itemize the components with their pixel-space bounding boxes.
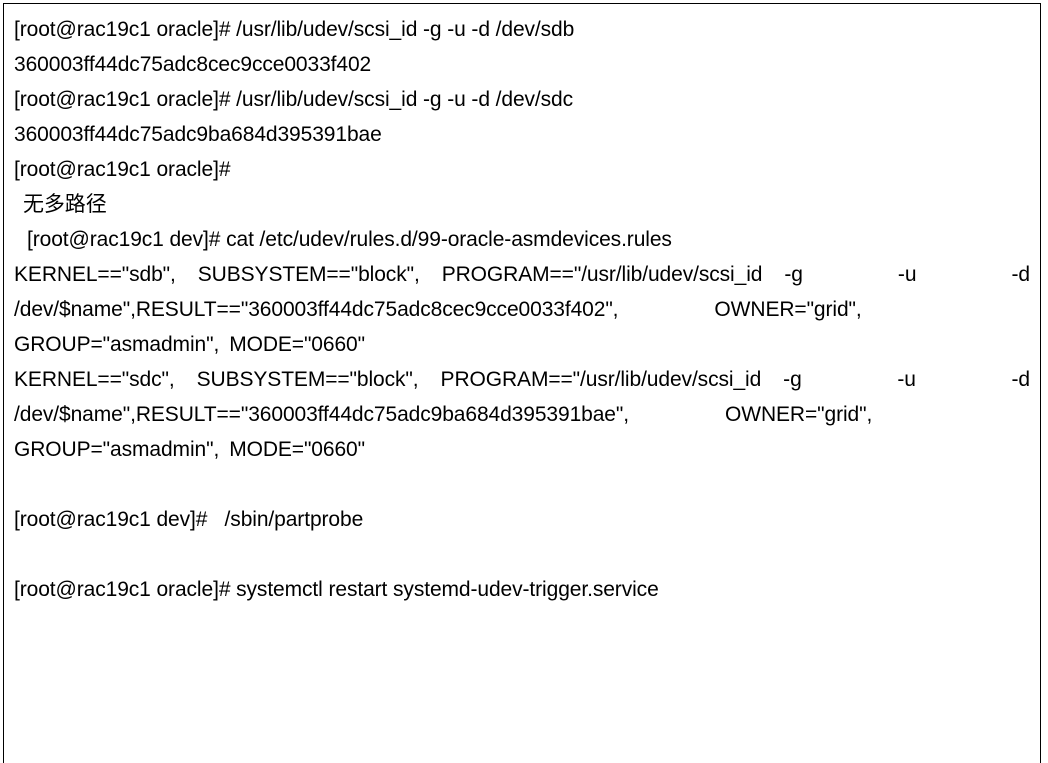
result-match: RESULT=="360003ff44dc75adc9ba684d395391b… [135,403,629,426]
blank-line [14,537,1030,572]
udev-rule-sdb-line1: KERNEL=="sdb", SUBSYSTEM=="block", PROGRAM… [14,257,1030,292]
udev-rule-sdc-line1: KERNEL=="sdc", SUBSYSTEM=="block", PROGRAM… [14,362,1030,397]
result-match: RESULT=="360003ff44dc75adc8cec9cce0033f4… [135,298,619,321]
owner-assign: OWNER="grid", [724,403,873,426]
blank-line [14,467,1030,502]
mode-assign: MODE="0660" [229,438,365,461]
group-assign: GROUP="asmadmin", [14,333,220,356]
terminal-line-prompt: [root@rac19c1 oracle]# [14,158,231,181]
terminal-line-command: [root@rac19c1 dev]# cat /etc/udev/rules.… [27,228,672,251]
udev-rule-sdc-line2: /dev/$name",RESULT=="360003ff44dc75adc9b… [14,397,1030,432]
terminal-line-command: [root@rac19c1 oracle]# /usr/lib/udev/scs… [14,18,575,41]
terminal-line-output: 360003ff44dc75adc8cec9cce0033f402 [14,53,372,76]
udev-rule-sdc-line3: GROUP="asmadmin", MODE="0660" [14,432,1030,467]
kernel-match: KERNEL=="sdc", [14,368,175,391]
program-match: PROGRAM=="/usr/lib/udev/scsi_id [440,368,762,391]
program-arg: /dev/$name", [14,298,136,321]
terminal-line-command: [root@rac19c1 oracle]# systemctl restart… [14,578,659,601]
terminal-output-textbox: [root@rac19c1 oracle]# /usr/lib/udev/scs… [3,3,1041,763]
subsystem-match: SUBSYSTEM=="block", [197,263,420,286]
terminal-line-command: [root@rac19c1 oracle]# /usr/lib/udev/scs… [14,88,574,111]
program-arg: /dev/$name", [14,403,136,426]
program-flags: -g -u -d [783,368,1030,391]
program-flags: -g -u -d [784,263,1030,286]
subsystem-match: SUBSYSTEM=="block", [196,368,419,391]
udev-rule-sdb-line3: GROUP="asmadmin", MODE="0660" [14,327,1030,362]
owner-assign: OWNER="grid", [714,298,862,321]
terminal-line-command: [root@rac19c1 dev]# /sbin/partprobe [14,508,364,531]
terminal-line-output: 360003ff44dc75adc9ba684d395391bae [14,123,382,146]
annotation-no-multipath: 无多路径 [23,192,107,216]
group-assign: GROUP="asmadmin", [14,438,220,461]
kernel-match: KERNEL=="sdb", [14,263,176,286]
program-match: PROGRAM=="/usr/lib/udev/scsi_id [441,263,763,286]
mode-assign: MODE="0660" [229,333,365,356]
udev-rule-sdb-line2: /dev/$name",RESULT=="360003ff44dc75adc8c… [14,292,1030,327]
